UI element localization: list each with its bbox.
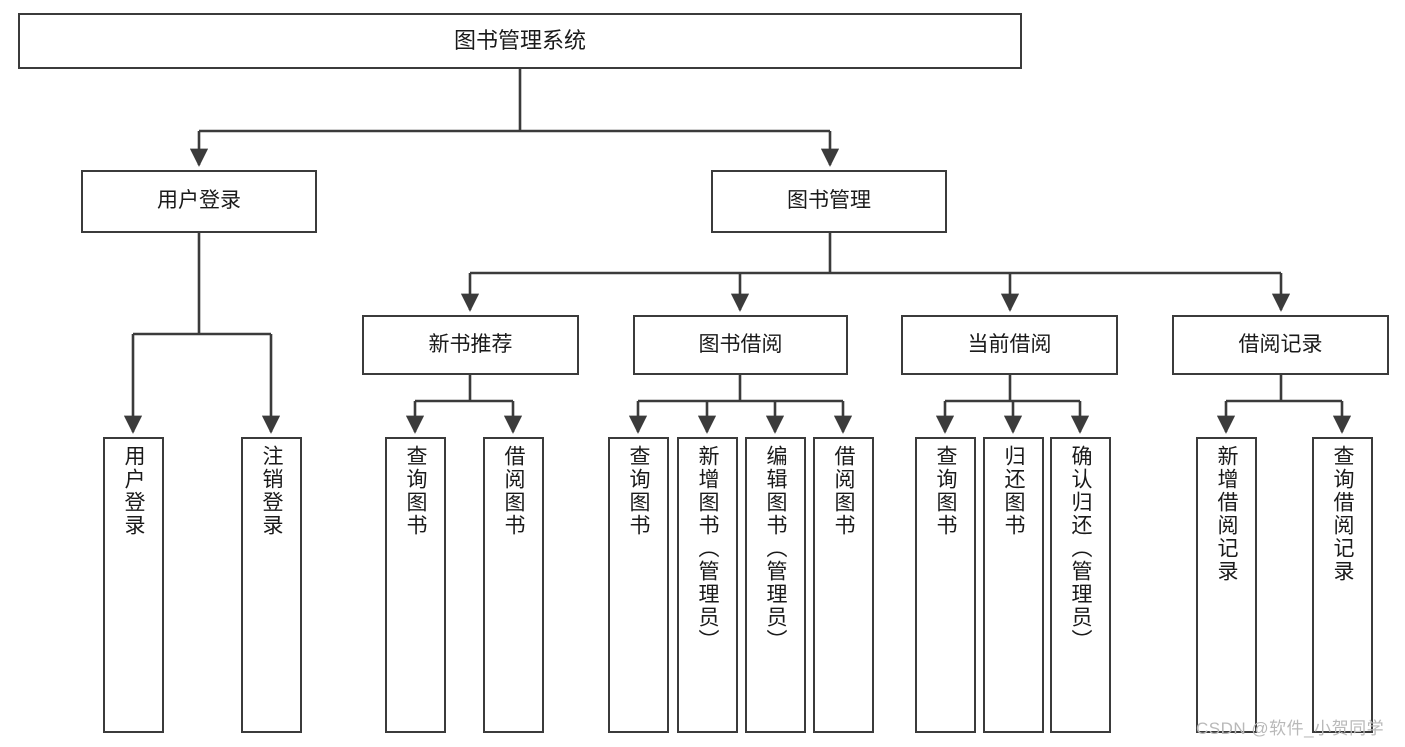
node-label: 借阅图书 (502, 445, 526, 537)
node-borrow-records[interactable]: 借阅记录 (1172, 315, 1389, 375)
node-root-system[interactable]: 图书管理系统 (18, 13, 1022, 69)
node-label: 图书管理系统 (453, 28, 586, 54)
node-label: 借阅记录 (1238, 332, 1323, 356)
leaf-current-borrow-confirm-return[interactable]: 确认归还（管理员） (1050, 437, 1111, 733)
leaf-borrow-records-query[interactable]: 查询借阅记录 (1312, 437, 1373, 733)
node-label: 查询借阅记录 (1331, 445, 1355, 583)
node-label: 新增借阅记录 (1215, 445, 1239, 583)
node-label: 注销登录 (260, 445, 284, 537)
leaf-new-books-borrow[interactable]: 借阅图书 (483, 437, 544, 733)
node-label: 用户登录 (122, 445, 146, 537)
node-label: 查询图书 (627, 445, 651, 537)
node-book-borrow[interactable]: 图书借阅 (633, 315, 848, 375)
node-label: 借阅图书 (832, 445, 856, 537)
node-label: 当前借阅 (967, 332, 1052, 356)
node-book-management[interactable]: 图书管理 (711, 170, 947, 233)
leaf-borrow-records-add[interactable]: 新增借阅记录 (1196, 437, 1257, 733)
leaf-user-login-signin[interactable]: 用户登录 (103, 437, 164, 733)
leaf-current-borrow-return[interactable]: 归还图书 (983, 437, 1044, 733)
node-label: 用户登录 (157, 189, 241, 213)
node-label: 编辑图书（管理员） (764, 445, 788, 652)
node-label: 新增图书（管理员） (696, 445, 720, 652)
node-label: 查询图书 (404, 445, 428, 537)
leaf-user-login-signout[interactable]: 注销登录 (241, 437, 302, 733)
leaf-book-borrow-edit[interactable]: 编辑图书（管理员） (745, 437, 806, 733)
node-label: 图书借阅 (698, 332, 783, 356)
leaf-book-borrow-add[interactable]: 新增图书（管理员） (677, 437, 738, 733)
leaf-new-books-query[interactable]: 查询图书 (385, 437, 446, 733)
node-label: 查询图书 (934, 445, 958, 537)
node-label: 图书管理 (787, 189, 871, 213)
node-user-login[interactable]: 用户登录 (81, 170, 317, 233)
node-label: 新书推荐 (428, 332, 513, 356)
node-new-book-recommend[interactable]: 新书推荐 (362, 315, 579, 375)
node-label: 确认归还（管理员） (1069, 445, 1093, 652)
node-current-borrow[interactable]: 当前借阅 (901, 315, 1118, 375)
node-label: 归还图书 (1002, 445, 1026, 537)
leaf-book-borrow-query[interactable]: 查询图书 (608, 437, 669, 733)
leaf-current-borrow-query[interactable]: 查询图书 (915, 437, 976, 733)
leaf-book-borrow-borrow[interactable]: 借阅图书 (813, 437, 874, 733)
